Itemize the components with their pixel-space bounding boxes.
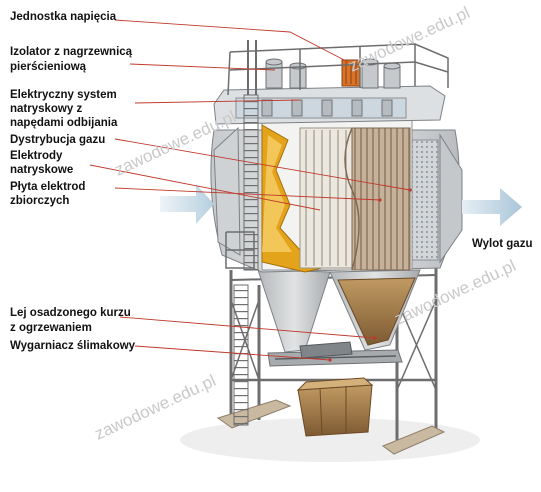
roof-section	[213, 85, 446, 125]
leader-hopper	[119, 316, 376, 339]
screw-conveyor	[267, 341, 403, 367]
stair-platform	[225, 231, 255, 269]
leader-insulator	[129, 63, 276, 71]
ladder-upper	[243, 94, 259, 271]
leader-lines	[89, 19, 411, 361]
voltage-unit	[341, 59, 361, 87]
footing-right	[381, 425, 446, 455]
leader-voltage-unit	[114, 19, 349, 63]
label-rapping-3: napędami odbijania	[10, 117, 118, 129]
dust-container	[296, 377, 374, 437]
leader-gas-distribution	[114, 138, 411, 191]
leader-rapping	[134, 99, 301, 104]
label-hopper-2: z ogrzewaniem	[10, 322, 92, 334]
leader-screw	[134, 345, 331, 361]
top-railing	[227, 40, 449, 96]
label-rapping-1: Elektryczny system	[10, 89, 117, 101]
label-spray-electrodes-1: Elektrody	[10, 150, 63, 162]
label-gas-distribution: Dystrybucja gazu	[10, 134, 105, 146]
label-insulator-2: pierścieniową	[10, 61, 87, 73]
hopper-right-cutaway	[337, 277, 416, 346]
gas-inlet-arrow	[160, 184, 214, 224]
gas-outlet-arrow	[462, 188, 522, 226]
label-hopper-1: Lej osadzonego kurzu	[10, 307, 131, 319]
label-rapping-2: natryskowy z	[10, 103, 82, 115]
watermark-1: zawodowe.edu.pl	[346, 3, 473, 76]
leader-collecting	[114, 187, 381, 201]
label-screw-conveyor: Wygarniacz ślimakowy	[10, 340, 136, 352]
label-voltage-unit: Jednostka napięcia	[10, 11, 117, 23]
label-gas-outlet: Wylot gazu	[472, 238, 532, 250]
label-collecting-1: Płyta elektrod	[10, 181, 85, 193]
leader-spray-electrodes	[89, 164, 321, 211]
insulators	[265, 58, 401, 89]
label-insulator-1: Izolator z nagrzewnicą	[10, 46, 133, 58]
ladder-lower	[233, 284, 249, 426]
label-collecting-2: zbiorczych	[10, 195, 69, 207]
hopper-left	[257, 269, 331, 353]
ground-shadow	[180, 418, 480, 462]
label-spray-electrodes-2: natryskowe	[10, 164, 73, 176]
leader-dots	[328, 188, 412, 362]
